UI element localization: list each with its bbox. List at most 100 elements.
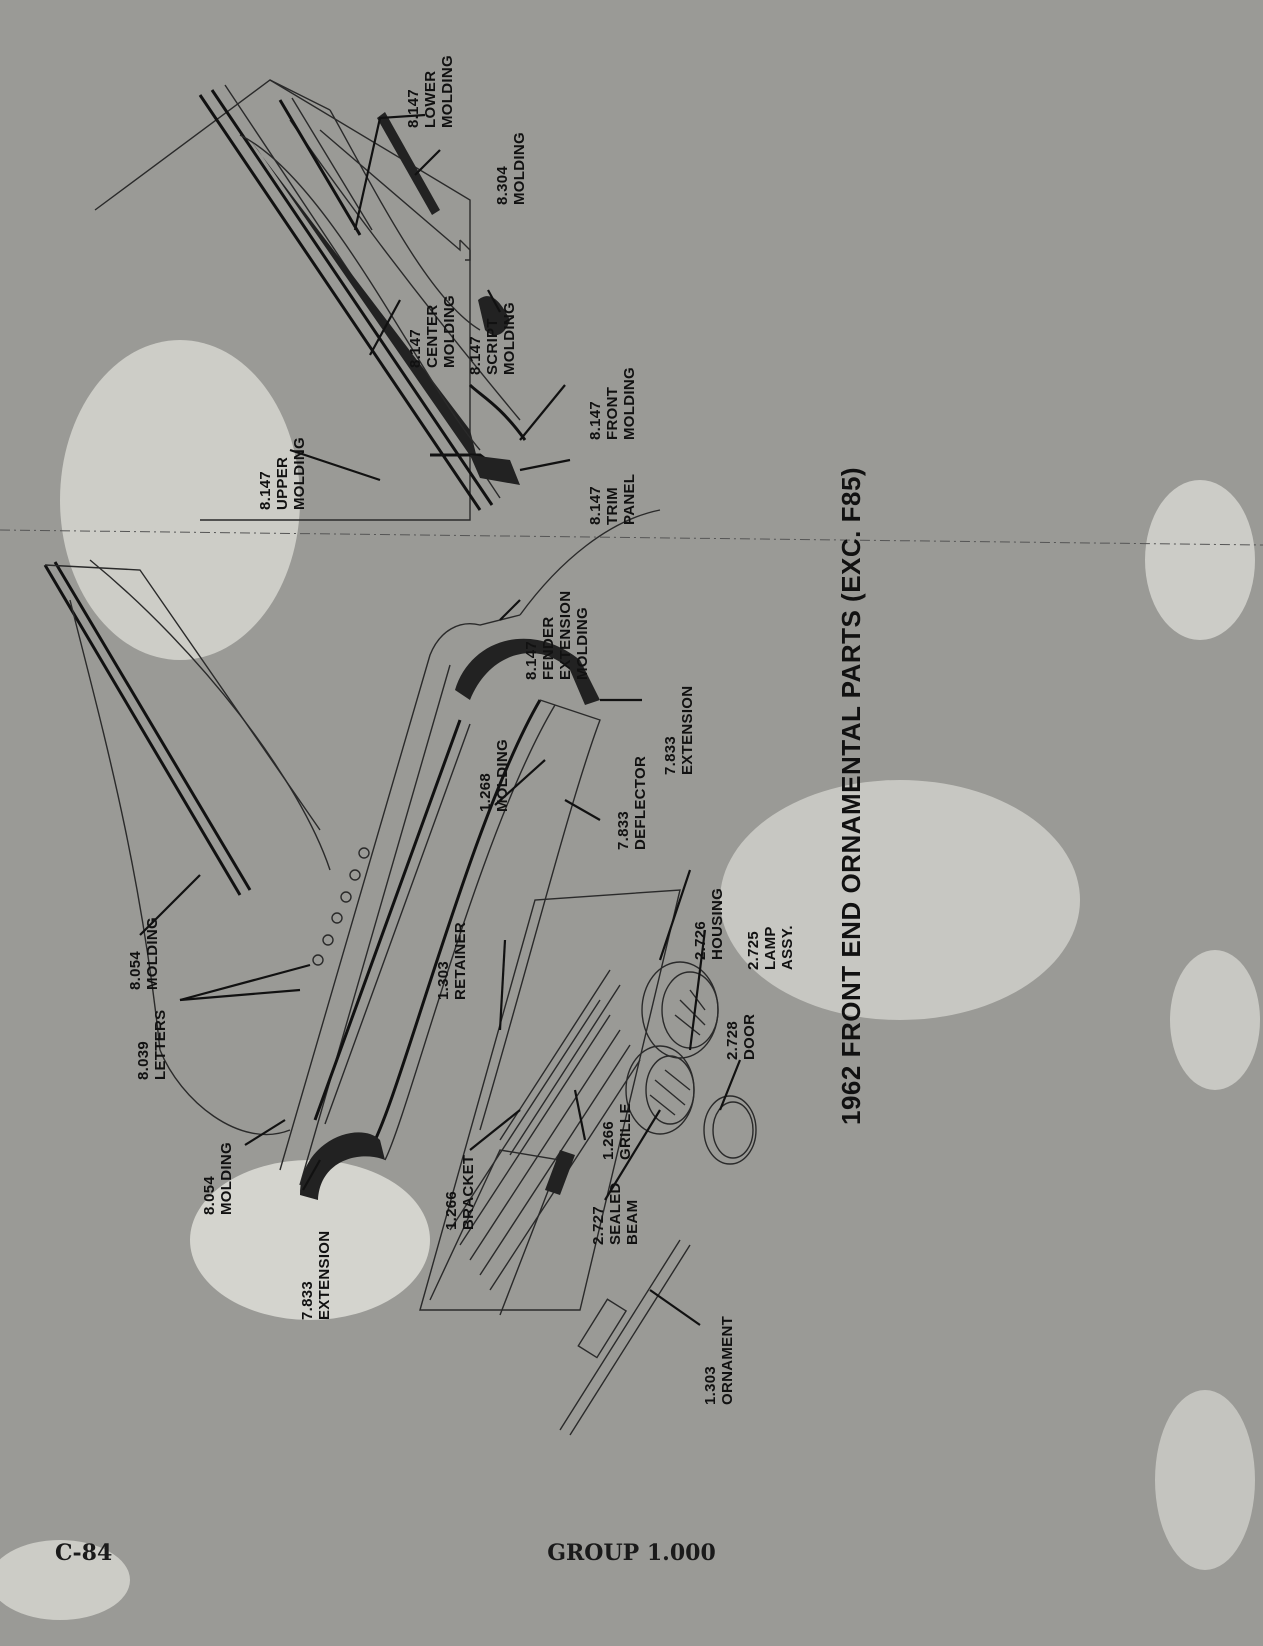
bracket-line1: BRACKET [460,1155,477,1230]
molding-1268-part [313,719,471,1125]
svg-text:8.147: 8.147 [467,336,484,375]
label-script-molding: 8.147 SCRIPT MOLDING [467,302,518,375]
svg-text:8.147: 8.147 [407,329,424,368]
extension-bottom-part [300,1132,385,1200]
molding-8304-number: 8.304 [494,166,511,205]
trim-panel-line1: TRIM [604,487,621,525]
fender-extension-number: 8.147 [523,641,540,680]
sealed-beam-number: 2.727 [590,1206,607,1245]
svg-text:LETTERS: LETTERS [152,1010,169,1080]
svg-text:CENTER: CENTER [424,305,441,368]
svg-text:MOLDING: MOLDING [574,607,591,680]
molding-8054-upper-line1: MOLDING [144,917,161,990]
svg-text:MOLDING: MOLDING [511,132,528,205]
script-molding-line1: SCRIPT [484,318,501,375]
upper-molding-number: 8.147 [257,471,274,510]
svg-text:EXTENSION: EXTENSION [557,591,574,680]
leader-lines [139,113,742,1326]
svg-text:TRIM: TRIM [604,487,621,525]
svg-text:BEAM: BEAM [624,1200,641,1245]
extension-top-line1: EXTENSION [679,686,696,775]
lower-molding-number: 8.147 [405,89,422,128]
grille-part [419,889,681,1316]
extension-top-part [455,638,600,705]
diagram-title-text: 1962 FRONT END ORNAMENTAL PARTS (EXC. F8… [836,467,866,1125]
group-label: GROUP 1.000 [547,1540,716,1566]
label-molding-1268: 1.268 MOLDING [477,739,511,812]
label-molding-8054-upper: 8.054 MOLDING [127,917,161,990]
label-retainer: 1.303 RETAINER [435,922,469,1000]
svg-text:8.147: 8.147 [587,401,604,440]
upper-molding-line1: UPPER [274,457,291,510]
lamp-assy-line2: ASSY. [779,925,796,970]
fender-extension-line2: EXTENSION [557,591,574,680]
svg-text:1.266: 1.266 [443,1191,460,1230]
trim-panel-part [470,455,520,485]
label-molding-8054-lower: 8.054 MOLDING [201,1142,235,1215]
letters-line1: LETTERS [152,1010,169,1080]
svg-text:LOWER: LOWER [422,71,439,128]
svg-text:MOLDING: MOLDING [439,55,456,128]
label-door: 2.728 DOOR [724,1014,758,1060]
front-molding-number: 8.147 [587,401,604,440]
svg-text:MOLDING: MOLDING [218,1142,235,1215]
front-molding-line2: MOLDING [621,367,638,440]
svg-text:EXTENSION: EXTENSION [316,1231,333,1320]
lower-molding-line2: MOLDING [439,55,456,128]
extension-bottom-line1: EXTENSION [316,1231,333,1320]
lamp-assy-line1: LAMP [762,926,779,970]
svg-text:DEFLECTOR: DEFLECTOR [632,756,649,850]
svg-text:FENDER: FENDER [540,617,557,680]
center-molding-line2: MOLDING [441,295,458,368]
label-lamp-assy: 2.725 LAMP ASSY. [745,925,796,970]
trim-panel-number: 8.147 [587,486,604,525]
ornament-number: 1.303 [702,1366,719,1405]
script-molding-number: 8.147 [467,336,484,375]
center-molding-part [239,134,481,470]
lower-molding-part [278,97,373,236]
svg-text:DOOR: DOOR [741,1014,758,1060]
svg-text:8.147: 8.147 [587,486,604,525]
svg-text:2.727: 2.727 [590,1206,607,1245]
label-trim-panel: 8.147 TRIM PANEL [587,474,638,525]
lamp-assy-number: 2.725 [745,931,762,970]
molding-8054-upper-number: 8.054 [127,951,144,990]
door-line1: DOOR [741,1014,758,1060]
svg-text:HOUSING: HOUSING [709,888,726,960]
svg-text:7.833: 7.833 [615,811,632,850]
deflector-number: 7.833 [615,811,632,850]
svg-text:8.054: 8.054 [127,951,144,990]
label-fender-extension-molding: 8.147 FENDER EXTENSION MOLDING [523,591,591,680]
center-molding-number: 8.147 [407,329,424,368]
label-extension-bottom: 7.833 EXTENSION [299,1231,333,1320]
ornament-line1: ORNAMENT [719,1316,736,1405]
label-ornament: 1.303 ORNAMENT [702,1316,736,1405]
side-body-panel [94,79,521,521]
trim-panel-line2: PANEL [621,474,638,525]
deflector-line1: DEFLECTOR [632,756,649,850]
svg-text:MOLDING: MOLDING [144,917,161,990]
svg-text:2.726: 2.726 [692,921,709,960]
svg-text:8.039: 8.039 [135,1041,152,1080]
fender-extension-line1: FENDER [540,617,557,680]
label-grille: 1.266 GRILLE [600,1103,634,1160]
label-molding-8304: 8.304 MOLDING [494,132,528,205]
svg-text:MOLDING: MOLDING [621,367,638,440]
grille-line1: GRILLE [617,1103,634,1160]
ornament-part [559,1239,691,1436]
sealed-beam-line1: SEALED [607,1182,624,1245]
molding-1268-number: 1.268 [477,773,494,812]
retainer-line1: RETAINER [452,922,469,1000]
housing-line1: HOUSING [709,888,726,960]
letters-part [312,847,370,966]
sealed-beam-line2: BEAM [624,1200,641,1245]
lamp-assembly [625,961,757,1165]
svg-text:FRONT: FRONT [604,387,621,440]
script-molding-part [478,296,510,336]
svg-text:2.725: 2.725 [745,931,762,970]
svg-text:MOLDING: MOLDING [501,302,518,375]
label-bracket: 1.266 BRACKET [443,1155,477,1230]
label-center-molding: 8.147 CENTER MOLDING [407,295,458,368]
